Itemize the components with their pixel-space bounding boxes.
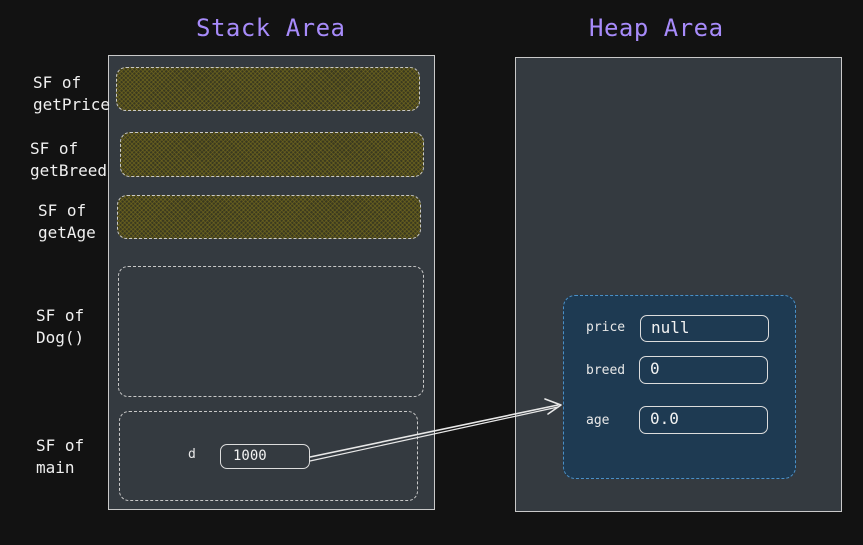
- stack-frame-dog: [118, 266, 424, 397]
- field-name-breed: breed: [586, 363, 626, 378]
- stack-frame-getprice: [116, 67, 420, 111]
- reference-variable-name: d: [188, 447, 196, 462]
- stack-frame-label-getbreed: SF of getBreed: [30, 138, 107, 182]
- stack-frame-label-line1: SF of: [36, 306, 85, 325]
- dog-object: [563, 295, 796, 479]
- heap-area-title: Heap Area: [589, 14, 724, 42]
- stack-frame-label-line2: getPrice: [33, 95, 111, 114]
- field-name-age: age: [586, 413, 610, 428]
- field-value-breed: 0: [639, 356, 768, 384]
- stack-frame-label-line1: SF of: [38, 201, 87, 220]
- stack-frame-label-line2: main: [36, 458, 75, 477]
- stack-frame-getbreed: [120, 132, 424, 177]
- stack-frame-label-dog: SF of Dog(): [36, 305, 84, 349]
- reference-value-box: 1000: [220, 444, 310, 469]
- stack-frame-label-line1: SF of: [36, 436, 85, 455]
- stack-frame-label-line1: SF of: [30, 139, 79, 158]
- stack-frame-label-getage: SF of getAge: [38, 200, 96, 244]
- stack-frame-label-line2: getAge: [38, 223, 96, 242]
- field-value-age: 0.0: [639, 406, 768, 434]
- stack-frame-label-main: SF of main: [36, 435, 84, 479]
- field-value-price: null: [640, 315, 769, 342]
- stack-frame-getage: [117, 195, 421, 239]
- stack-frame-label-line2: getBreed: [30, 161, 108, 180]
- stack-frame-label-line2: Dog(): [36, 328, 85, 347]
- field-name-price: price: [586, 320, 626, 335]
- stack-frame-label-line1: SF of: [33, 73, 82, 92]
- stack-area-title: Stack Area: [196, 14, 346, 42]
- stack-frame-label-getprice: SF of getPrice: [33, 72, 110, 116]
